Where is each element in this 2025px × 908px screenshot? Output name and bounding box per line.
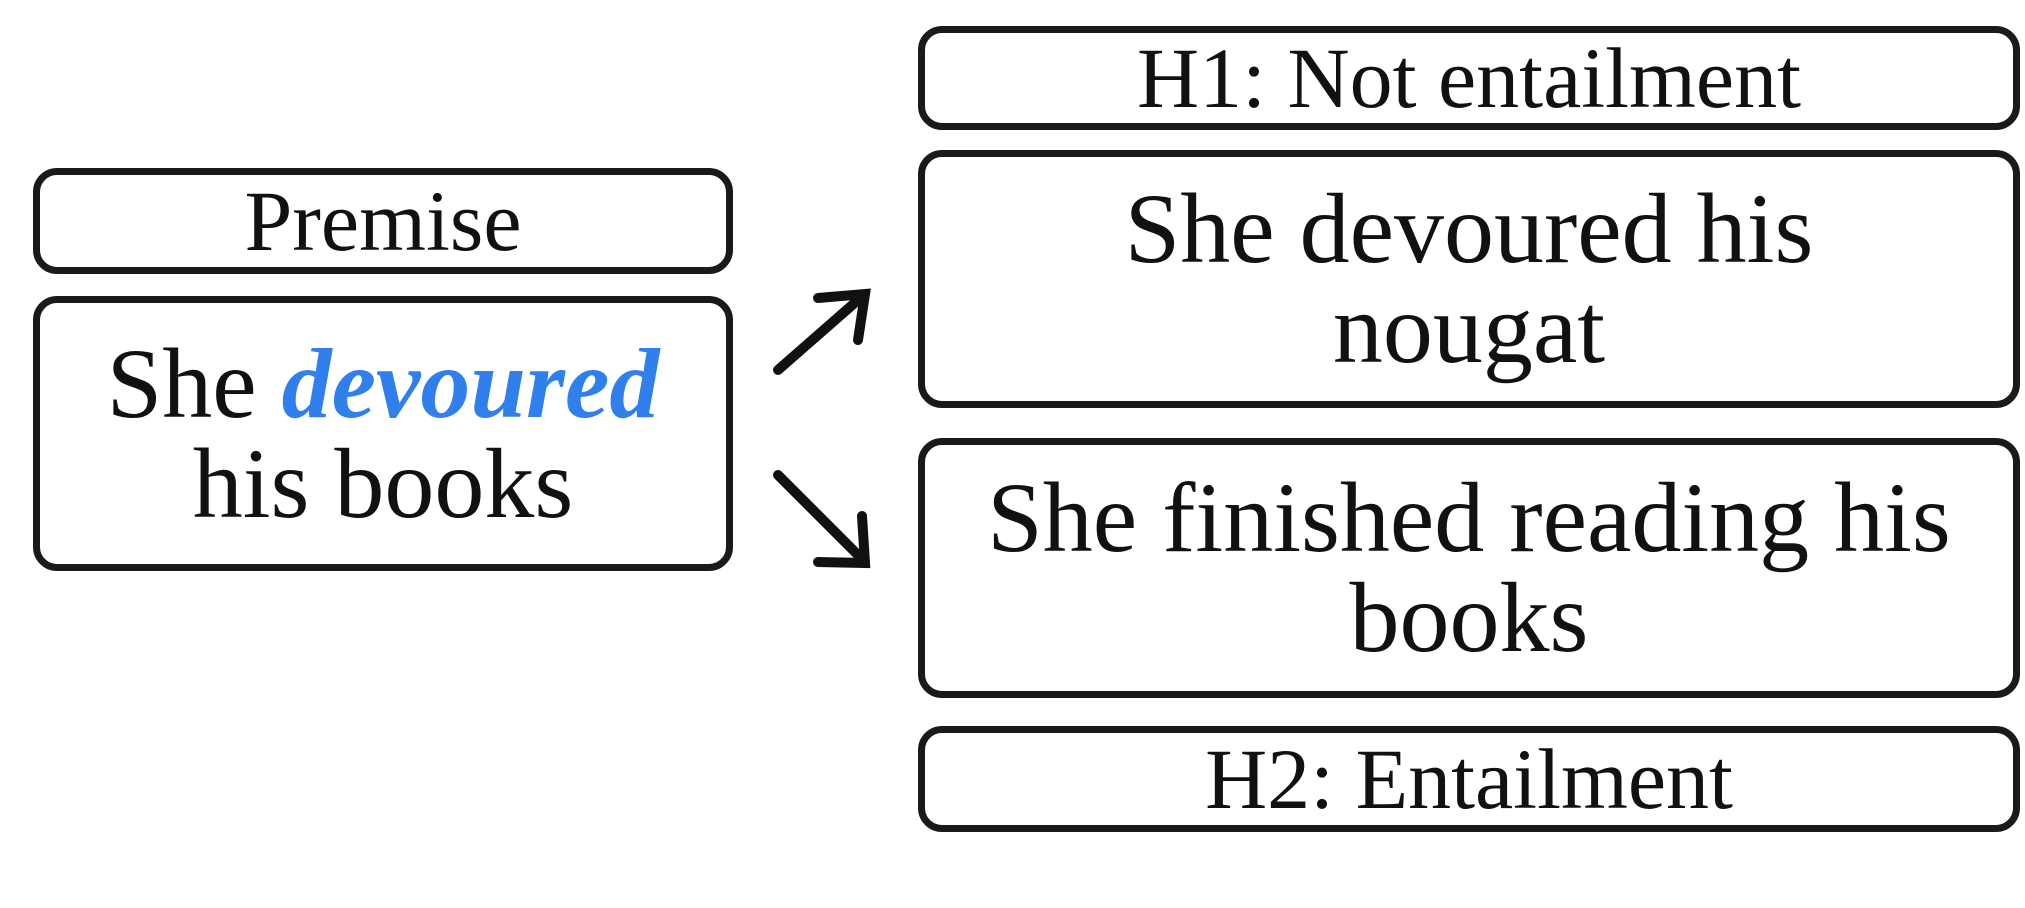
h1-sentence: She devoured his nougat [1124,173,1814,384]
h1-sentence-box: She devoured his nougat [918,150,2020,408]
premise-text-after: his books [192,427,574,539]
premise-sentence: She devoured his books [87,333,680,534]
premise-text-before: She [106,327,282,439]
premise-label: Premise [244,173,522,269]
arrow-down-right-icon [773,470,871,569]
premise-box: She devoured his books [33,296,733,571]
arrow-up-right-icon [773,288,871,375]
h2-sentence-box: She finished reading his books [918,438,2020,698]
h2-label-box: H2: Entailment [918,726,2020,832]
h2-label: H2: Entailment [1205,731,1733,827]
h1-label-box: H1: Not entailment [918,26,2020,130]
h2-sentence: She finished reading his books [987,462,1951,673]
premise-label-box: Premise [33,168,733,274]
h1-label: H1: Not entailment [1137,30,1801,126]
premise-highlight-word: devoured [281,327,660,439]
